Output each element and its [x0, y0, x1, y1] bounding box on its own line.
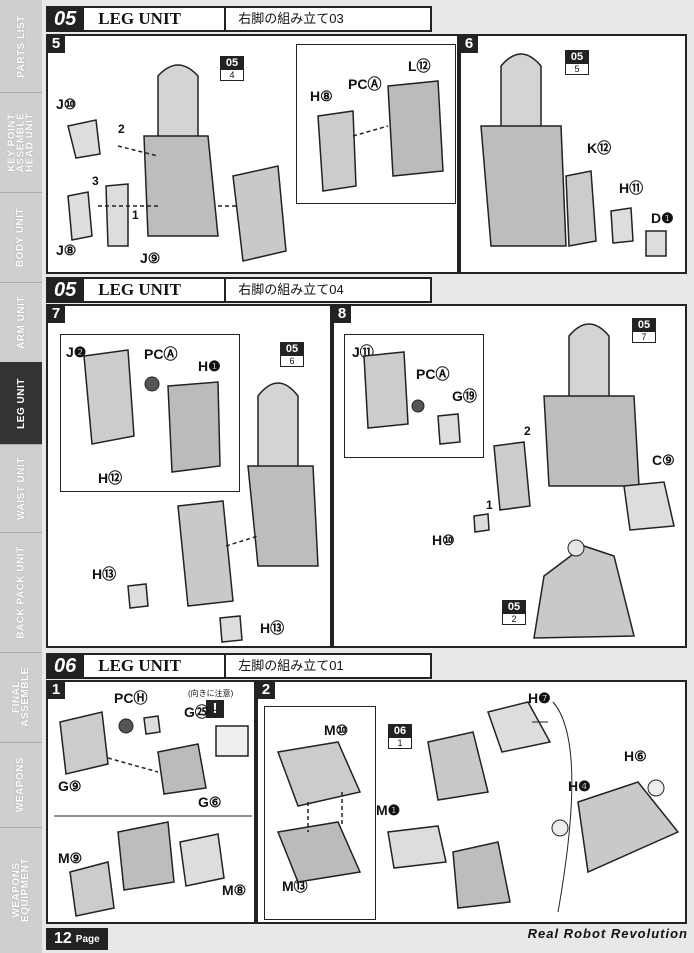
tab-parts-list[interactable]: PARTS LIST: [0, 0, 42, 93]
step-1-panel: 1 (向きに注意) ! PCⒽ G㉕ G⑨ G⑥ M⑨ M⑧: [46, 680, 256, 924]
section-number: 05: [46, 277, 85, 303]
step-number: 2: [257, 681, 275, 699]
part-label: G⑨: [58, 778, 82, 794]
leg-part-illustration: [54, 711, 252, 917]
section-title: LEG UNIT: [84, 277, 227, 303]
page-number: 12 Page: [46, 928, 108, 950]
tab-waist-unit[interactable]: WAIST UNIT: [0, 444, 42, 533]
part-label: M⑧: [222, 882, 247, 898]
part-label: H⑩: [432, 532, 455, 548]
arrow-step-label: 2: [118, 122, 125, 136]
part-label: H⑬: [92, 566, 117, 582]
step-number: 5: [47, 35, 65, 53]
part-label: M⑨: [58, 850, 83, 866]
part-label: H⑬: [260, 620, 285, 636]
part-label: H⑪: [619, 180, 644, 196]
section-header: 06 LEG UNIT 左脚の組み立て01: [46, 653, 433, 679]
tab-final-assemble[interactable]: FINAL ASSEMBLE: [0, 652, 42, 743]
section-number: 06: [46, 653, 85, 679]
leg-part-illustration: [276, 701, 680, 913]
caution-icon: !: [206, 700, 224, 718]
part-label: K⑫: [587, 140, 612, 156]
part-label: J❷: [66, 344, 87, 360]
detail-inset: [264, 706, 376, 920]
part-label: H⑫: [98, 470, 123, 486]
section-subtitle: 左脚の組み立て01: [226, 653, 433, 679]
part-label: G㉕: [184, 704, 209, 720]
section-header: 05 LEG UNIT 右脚の組み立て04: [46, 277, 433, 303]
step-number: 6: [460, 35, 478, 53]
tab-leg-unit[interactable]: LEG UNIT: [0, 362, 42, 445]
part-label: J⑧: [56, 242, 77, 258]
part-label: C⑨: [652, 452, 675, 468]
leg-part-illustration: [83, 349, 319, 643]
part-label: PCⒶ: [348, 76, 382, 92]
part-label: H❼: [528, 690, 551, 706]
arrow-step-label: 1: [486, 498, 493, 512]
step-number: 7: [47, 305, 65, 323]
part-label: H❶: [198, 358, 221, 374]
part-label: PCⒽ: [114, 690, 148, 706]
part-label: L⑫: [408, 58, 431, 74]
step-number: 8: [333, 305, 351, 323]
part-label: G⑲: [452, 388, 477, 404]
part-label: D❶: [651, 210, 674, 226]
part-label: H❹: [568, 778, 591, 794]
leg-part-illustration: [67, 64, 444, 262]
brand-label: Real Robot Revolution: [527, 926, 688, 941]
section-subtitle: 右脚の組み立て04: [226, 277, 433, 303]
step-number: 1: [47, 681, 65, 699]
part-label: H⑧: [310, 88, 333, 104]
arrow-step-label: 2: [524, 424, 531, 438]
part-label: M⑩: [324, 722, 349, 738]
tab-weapons[interactable]: WEAPONS: [0, 742, 42, 828]
tab-key-point-head-unit[interactable]: KEY POINT ASSEMBLE HEAD UNIT: [0, 92, 42, 193]
section-title: LEG UNIT: [84, 6, 227, 32]
part-label: PCⒶ: [144, 346, 178, 362]
arrow-step-label: 3: [92, 174, 99, 188]
tab-weapons-equipment[interactable]: WEAPONS EQUIPMENT: [11, 858, 32, 922]
leg-part-illustration: [363, 323, 675, 639]
part-label: G⑥: [198, 794, 222, 810]
sidebar: PARTS LIST KEY POINT ASSEMBLE HEAD UNIT …: [0, 0, 42, 953]
section-header: 05 LEG UNIT 右脚の組み立て03: [46, 6, 433, 32]
part-label: M❶: [376, 802, 401, 818]
section-number: 05: [46, 6, 85, 32]
orientation-note: (向きに注意): [188, 689, 234, 698]
section-subtitle: 右脚の組み立て03: [226, 6, 433, 32]
part-label: J⑩: [56, 96, 77, 112]
arrow-step-label: 1: [132, 208, 139, 222]
leg-part-illustration: [480, 53, 667, 257]
part-label: H⑥: [624, 748, 647, 764]
tab-body-unit[interactable]: BODY UNIT: [0, 192, 42, 283]
section-title: LEG UNIT: [84, 653, 227, 679]
tab-back-pack-unit[interactable]: BACK PACK UNIT: [0, 532, 42, 653]
part-label: J⑨: [140, 250, 161, 266]
tab-arm-unit[interactable]: ARM UNIT: [0, 282, 42, 363]
part-label: PCⒶ: [416, 366, 450, 382]
